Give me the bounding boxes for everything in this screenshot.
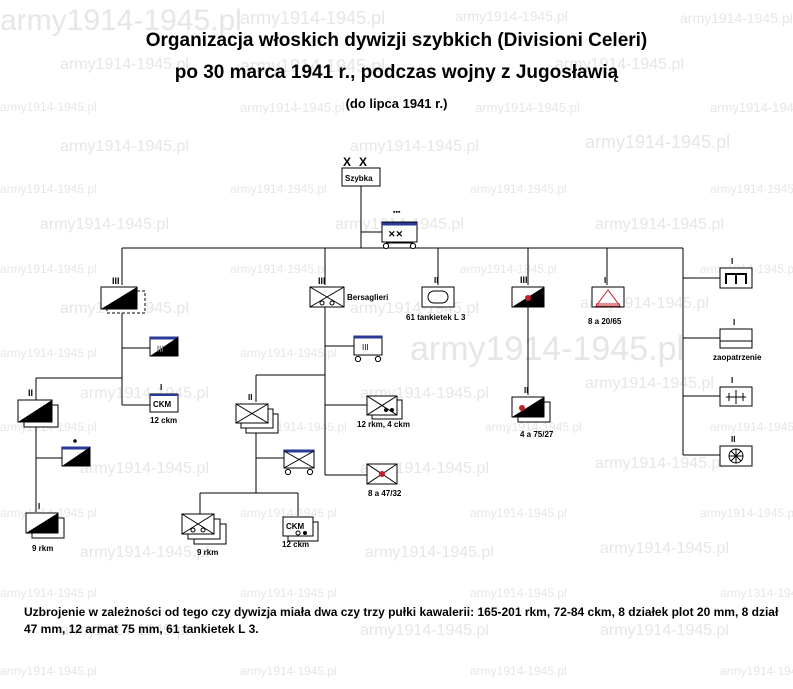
artillery-regiment-symbol: III (511, 275, 545, 308)
bersaglieri-battalion-symbol: II (235, 393, 279, 434)
antitank-label: 8 a 47/32 (368, 489, 402, 498)
svg-text:II: II (28, 388, 33, 398)
tankette-unit-symbol: II 61 tankietek L 3 (406, 276, 466, 322)
bersaglieri-regiment-symbol: III Bersaglieri (309, 276, 388, 308)
aa-battery-symbol: I 8 a 20/65 (588, 276, 625, 326)
svg-text:X: X (343, 155, 351, 169)
bersaglieri-hq-symbol: III (353, 335, 383, 363)
engineer-symbol: I (719, 257, 753, 289)
division-hq-company-symbol: ✕✕ ▪▪▪ (381, 209, 418, 250)
svg-text:✕✕: ✕✕ (388, 229, 403, 239)
artillery-label: 4 a 75/27 (520, 430, 554, 439)
transport-symbol: II (719, 435, 753, 467)
division-hq-symbol: X X Szybka (341, 155, 381, 187)
svg-text:II: II (524, 386, 528, 395)
cav-rkm-label: 9 rkm (32, 544, 53, 553)
title-line-1: Organizacja włoskich dywizji szybkich (D… (145, 30, 648, 51)
svg-text:III: III (362, 343, 369, 352)
medical-symbol: I (719, 376, 753, 407)
bersaglieri-mixed-company-symbol: 12 rkm, 4 ckm (357, 395, 410, 429)
division-label: Szybka (345, 174, 373, 183)
artillery-groups-symbol: II 4 a 75/27 (511, 386, 554, 439)
title-line-2: po 30 marca 1941 r., podczas wojny z Jug… (174, 62, 619, 83)
bers-mg-sq-label: CKM (286, 522, 305, 531)
cavalry-regiment-symbol: III (100, 276, 146, 314)
svg-text:II: II (731, 435, 735, 444)
connector-lines (35, 186, 720, 516)
svg-text:▪▪▪: ▪▪▪ (393, 209, 401, 216)
svg-text:II: II (434, 276, 438, 285)
title-line-3: (do lipca 1941 r.) (345, 96, 448, 111)
svg-text:III: III (157, 345, 164, 354)
bersaglieri-companies-symbol: 9 rkm (181, 513, 227, 557)
bersaglieri-battalion-hq-symbol (283, 449, 315, 476)
svg-text:X: X (359, 155, 367, 169)
cavalry-squadrons-symbol: I 9 rkm (25, 502, 65, 553)
svg-text:I: I (38, 502, 40, 511)
aa-label: 8 a 20/65 (588, 317, 622, 326)
svg-text:I: I (604, 276, 606, 285)
svg-text:I: I (731, 257, 733, 266)
svg-text:III: III (112, 276, 120, 286)
supply-symbol: I zaopatrzenie (713, 318, 762, 362)
cavalry-group-symbol: II (17, 388, 59, 428)
bers-mixed-label: 12 rkm, 4 ckm (357, 420, 410, 429)
bersaglieri-mg-company-symbol: CKM 12 ckm (282, 516, 319, 549)
svg-text:I: I (733, 318, 735, 327)
bers-rkm-label: 9 rkm (197, 548, 218, 557)
bers-mg-label: 12 ckm (282, 540, 309, 549)
cavalry-mg-squadron-symbol: I CKM 12 ckm (149, 383, 179, 425)
armament-note: Uzbrojenie w zależności od tego czy dywi… (24, 605, 779, 636)
svg-text:II: II (248, 393, 252, 402)
svg-text:I: I (731, 376, 733, 385)
tankettes-label: 61 tankietek L 3 (406, 313, 466, 322)
antitank-company-symbol: 8 a 47/32 (366, 463, 402, 498)
cav-mg-sq-label: CKM (153, 400, 172, 409)
svg-text:III: III (520, 275, 528, 285)
cav-mg-label: 12 ckm (150, 416, 177, 425)
svg-text:III: III (318, 276, 326, 286)
cavalry-group-hq-symbol (61, 439, 91, 467)
svg-text:I: I (160, 383, 162, 392)
bersaglieri-label: Bersaglieri (347, 293, 388, 302)
supply-label: zaopatrzenie (713, 353, 762, 362)
cavalry-hq-squadron-symbol: III (149, 336, 179, 357)
